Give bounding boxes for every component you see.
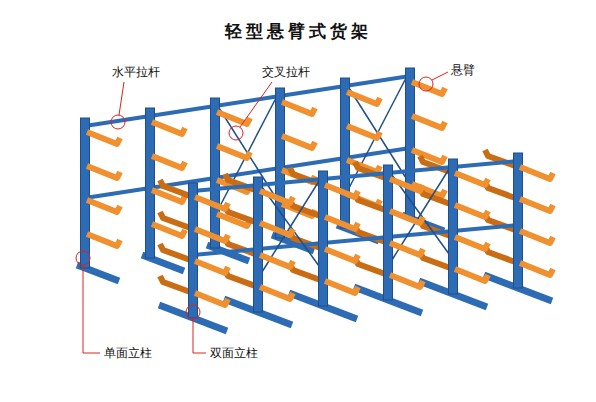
cantilever-arm <box>195 197 228 209</box>
cantilever-arm <box>260 287 293 299</box>
cantilever-arm <box>455 205 488 217</box>
cantilever-arm <box>325 217 358 229</box>
cantilever-arm <box>217 146 250 158</box>
cantilever-arm <box>282 136 315 148</box>
horizontal-tie-bar <box>193 249 258 255</box>
diagram-title: 轻型悬臂式货架 <box>225 20 372 42</box>
leader-line <box>83 265 100 353</box>
cantilever-arm <box>390 211 423 223</box>
cantilever-arm <box>152 156 185 168</box>
horizontal-tie-bar <box>258 179 323 185</box>
horizontal-tie-bar <box>193 185 258 191</box>
callout-circle <box>76 251 90 265</box>
cantilever-arm <box>455 237 488 249</box>
cantilever-arm <box>195 229 228 241</box>
cantilever-arm <box>217 112 250 124</box>
horizontal-tie-bar <box>150 106 215 116</box>
cantilever-arm <box>87 200 120 212</box>
callout-circle <box>186 305 200 319</box>
cantilever-arm <box>412 150 445 162</box>
leader-line <box>432 72 448 80</box>
cantilever-arm <box>282 102 315 114</box>
column <box>319 171 328 306</box>
horizontal-tie-bar <box>388 167 453 173</box>
cantilever-arm <box>260 191 293 203</box>
cantilever-arm <box>152 122 185 134</box>
horizontal-tie-bar <box>345 76 410 86</box>
horizontal-tie-bar <box>345 148 410 158</box>
horizontal-tie-bar <box>323 237 388 243</box>
cantilever-arm <box>260 223 293 235</box>
cantilever-arm <box>390 179 423 191</box>
leader-line <box>193 319 206 353</box>
cantilever-arm <box>87 132 120 144</box>
horizontal-tie-bar <box>258 243 323 249</box>
cantilever-arm <box>325 185 358 197</box>
column <box>254 177 263 312</box>
callout-circle <box>419 77 433 91</box>
horizontal-tie-bar <box>453 161 518 167</box>
cantilever-arm <box>520 231 553 243</box>
horizontal-tie-bar <box>85 188 150 198</box>
cantilever-arm <box>455 269 488 281</box>
column <box>189 183 198 318</box>
cantilever-arm <box>455 173 488 185</box>
leader-line <box>119 82 124 115</box>
cantilever-arm <box>347 126 380 138</box>
cantilever-arm <box>260 255 293 267</box>
column-label: 双面立柱 <box>210 345 258 361</box>
cantilever-arm <box>195 293 228 305</box>
cantilever-arm <box>520 199 553 211</box>
horizontal-tie-bar <box>388 231 453 237</box>
cantilever-arm <box>325 281 358 293</box>
cross-brace-label: 交叉拉杆 <box>262 64 310 80</box>
horizontal-tie-bar <box>280 86 345 96</box>
horizontal-tie-bar <box>453 225 518 231</box>
column <box>449 159 458 294</box>
cantilever-arm <box>87 166 120 178</box>
cantilever-arm <box>412 116 445 128</box>
horizontal-tie-bar <box>323 173 388 179</box>
column <box>211 98 220 248</box>
cantilever-arm <box>520 263 553 275</box>
column <box>146 108 155 258</box>
cantilever-arm <box>520 167 553 179</box>
column <box>514 153 523 288</box>
horizontal-tie-bar <box>85 116 150 126</box>
horizontal-tie-bar <box>215 96 280 106</box>
cantilever-arm <box>412 82 445 94</box>
cantilever-arm <box>347 92 380 104</box>
horizontal-tie-bar <box>280 158 345 168</box>
arm-label: 悬臂 <box>451 62 475 78</box>
cantilever-arm <box>325 249 358 261</box>
callout-circle <box>111 115 125 129</box>
column-label: 单面立柱 <box>104 345 152 361</box>
column <box>384 165 393 300</box>
cantilever-arm <box>195 261 228 273</box>
tie-bar-label: 水平拉杆 <box>112 64 160 80</box>
leader-line <box>240 82 272 127</box>
cantilever-arm <box>390 243 423 255</box>
column <box>81 118 90 268</box>
cantilever-arm <box>390 275 423 287</box>
callout-circle <box>229 126 243 140</box>
column <box>341 78 350 228</box>
cantilever-arm <box>87 234 120 246</box>
